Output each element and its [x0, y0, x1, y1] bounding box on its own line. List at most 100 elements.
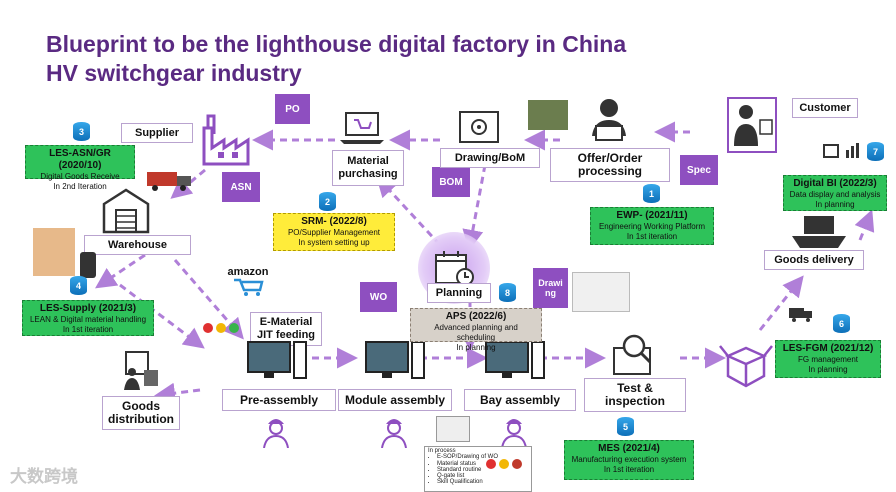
system-desc: LEAN & Digital material handling [29, 315, 147, 324]
title-line-1: Blueprint to be the lighthouse digital f… [46, 31, 627, 57]
e-material-label: E-Material JIT feeding [250, 312, 322, 346]
list-item: Q-gate list [437, 473, 528, 479]
laptop-cart-icon [338, 110, 386, 146]
andon-light-icon-small [484, 458, 524, 470]
supplier-label: Supplier [121, 123, 193, 143]
watermark: 大数跨境 [10, 467, 78, 486]
system-desc: PO/Supplier Management [287, 228, 381, 237]
system-number-badge: 8 [499, 283, 516, 302]
test-inspection-label: Test & inspection [584, 378, 686, 412]
system-title: APS (2022/6) [445, 311, 507, 322]
workstation-bay-icon [484, 340, 548, 382]
test-box-magnifier-icon [608, 330, 660, 378]
arrow-supplier-warehouse [170, 168, 206, 199]
system-mes: MES (2021/4) Manufacturing execution sys… [564, 440, 694, 480]
arrow-delivery-customer [854, 209, 875, 241]
drawing-bom-label: Drawing/BoM [440, 148, 540, 168]
system-ewp: EWP- (2021/11) Engineering Working Platf… [590, 207, 714, 245]
system-title: MES (2021/4) [598, 443, 660, 454]
system-number-badge: 4 [70, 276, 87, 295]
arrow-planning-purchasing [375, 175, 442, 247]
asn-tag: ASN [222, 172, 260, 202]
goods-distribution-label: Goods distribution [102, 396, 180, 430]
system-title: LES-ASN/GR (2020/10) [49, 148, 111, 171]
system-status: In planning [808, 365, 848, 374]
system-aps: APS (2022/6) Advanced planning and sched… [410, 308, 542, 352]
drawing-thumbnail [572, 272, 630, 312]
workstation-module-icon [364, 340, 428, 382]
pre-assembly-label: Pre-assembly [222, 389, 336, 411]
worker-photo [33, 228, 75, 276]
worker-cart-icon [120, 350, 162, 392]
factory-icon [198, 112, 252, 168]
open-box-icon [718, 334, 774, 388]
system-desc: FG management [797, 355, 859, 364]
arrow-supply-preassembly [119, 283, 205, 349]
system-desc: Data display and analysis [789, 190, 881, 199]
andon-light-icon [202, 322, 240, 334]
worker-icon-module [380, 414, 408, 448]
system-number-badge: 7 [867, 142, 884, 161]
bay-assembly-label: Bay assembly [464, 389, 576, 411]
page-title: Blueprint to be the lighthouse digital f… [46, 30, 626, 88]
system-desc: Engineering Working Platform [598, 222, 706, 231]
system-status: In 1st iteration [62, 325, 114, 334]
system-number-badge: 1 [643, 184, 660, 203]
wo-tag: WO [360, 282, 397, 312]
warehouse-icon [102, 186, 150, 234]
arrow-box-delivery [758, 275, 804, 331]
customer-icon [726, 96, 778, 154]
delivery-truck-icon [788, 306, 814, 322]
drawing-tag: Drawi ng [533, 268, 568, 308]
goods-delivery-label: Goods delivery [764, 250, 864, 270]
worker-icon-pre [262, 414, 290, 448]
system-desc: Manufacturing execution system [571, 455, 687, 464]
system-les-fgm: LES-FGM (2021/12) FG management In plann… [775, 340, 881, 378]
warehouse-label: Warehouse [84, 235, 191, 255]
arrow-warehouse-feeding [173, 259, 244, 340]
system-title: LES-Supply (2021/3) [39, 303, 137, 314]
offer-order-label: Offer/Order processing [550, 148, 670, 182]
planning-label: Planning [427, 283, 491, 303]
system-status: In 1st iteration [603, 465, 655, 474]
system-desc: Advanced planning and scheduling [434, 323, 518, 342]
truck-icon [145, 170, 197, 192]
list-item: Material status [437, 461, 528, 467]
arrow-pre-distribution [154, 382, 201, 404]
system-number-badge: 2 [319, 192, 336, 211]
system-desc: Digital Goods Receive [40, 172, 120, 181]
system-title: Digital BI (2022/3) [793, 178, 877, 189]
system-number-badge: 6 [833, 314, 850, 333]
title-line-2: HV switchgear industry [46, 60, 302, 86]
list-item: Standard routine [437, 467, 528, 473]
system-title: SRM- (2022/8) [301, 216, 367, 227]
blueprint-gear-icon [458, 108, 500, 146]
arrow-warehouse-supply [95, 253, 146, 289]
system-title: LES-FGM (2021/12) [782, 343, 874, 354]
workstation-pre-icon [246, 340, 310, 382]
system-number-badge: 3 [73, 122, 90, 141]
customer-label: Customer [792, 98, 858, 118]
ship-icon [790, 210, 848, 252]
system-status: In planning [815, 200, 855, 209]
list-item: Skill Qualification [437, 479, 528, 485]
system-les-asn: LES-ASN/GR (2020/10) Digital Goods Recei… [25, 145, 135, 191]
amazon-text: amazon [227, 266, 269, 278]
system-status: In system setting up [298, 238, 370, 247]
in-process-heading: In process [428, 448, 456, 454]
system-number-badge: 5 [617, 417, 634, 436]
bom-tag: BOM [432, 167, 470, 197]
system-title: EWP- (2021/11) [616, 210, 688, 221]
system-status: In planning [456, 343, 496, 352]
module-assembly-label: Module assembly [338, 389, 452, 411]
po-tag: PO [275, 94, 310, 124]
arrow-drawing-planning [462, 164, 487, 251]
person-laptop-icon [584, 96, 634, 146]
system-digital-bi: Digital BI (2022/3) Data display and ana… [783, 175, 887, 211]
system-status: In 2nd Iteration [53, 182, 107, 191]
worker-icon-bay [500, 414, 528, 448]
scanner-device-icon [80, 252, 96, 278]
system-srm: SRM- (2022/8) PO/Supplier Management In … [273, 213, 395, 251]
list-item: E-SOP/Drawing of WO [437, 454, 528, 460]
